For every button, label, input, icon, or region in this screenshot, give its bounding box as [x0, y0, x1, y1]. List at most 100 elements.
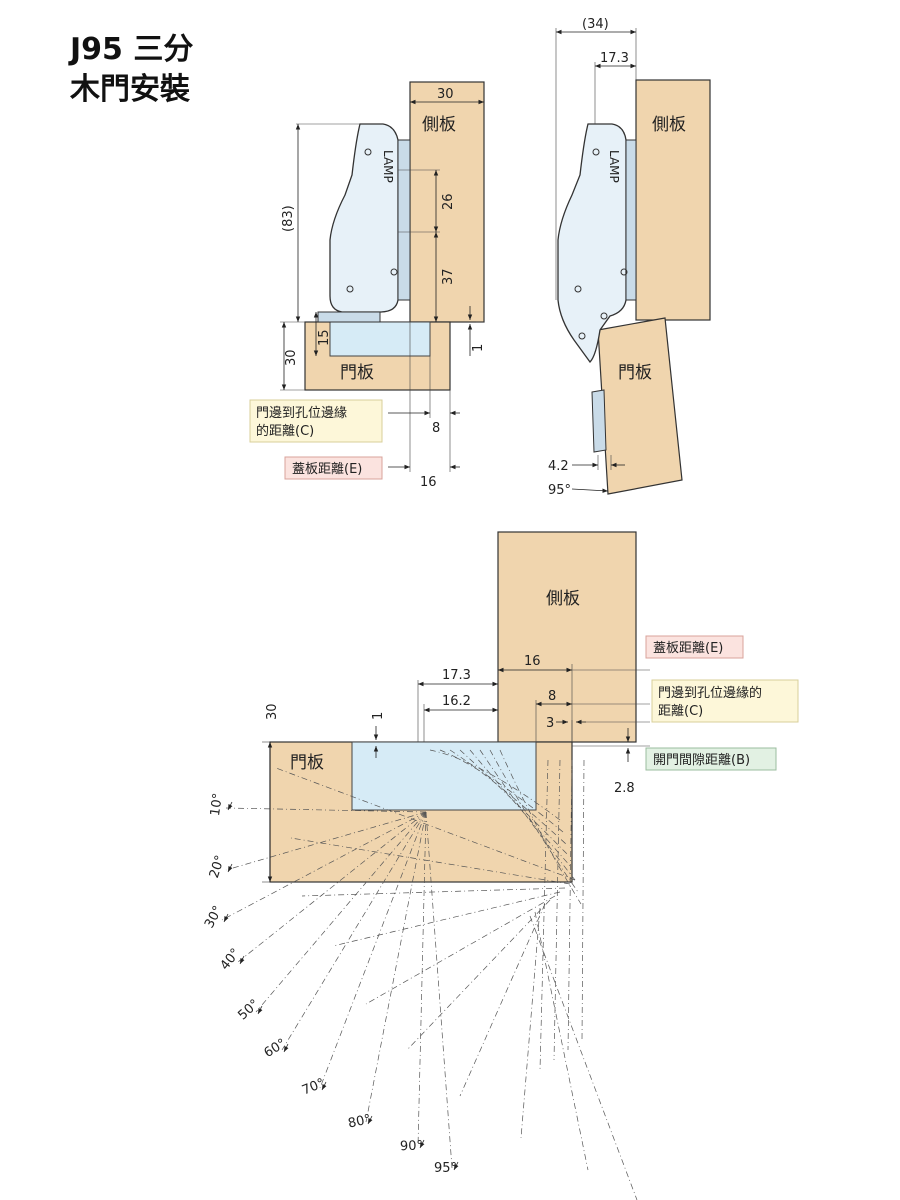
swing-edge-line: [332, 891, 561, 947]
callout-c-plan-box: [651, 679, 799, 723]
callout-e-plan-text: 蓋板距離(E): [653, 641, 723, 656]
dim-1: 1: [471, 344, 486, 352]
dim-2-8: 2.8: [614, 781, 635, 796]
dim-8-plan: 8: [548, 689, 556, 704]
swing-line: [281, 811, 427, 1051]
swing-edge-line: [275, 767, 576, 881]
door-panel-label: 門板: [618, 363, 652, 383]
screw-icon: [346, 285, 354, 293]
cup-open: [591, 389, 607, 453]
swing-plan-view: 側板 門板 17.3 16.2 16 8 3 2.8 1: [202, 531, 799, 1200]
screw-icon: [600, 312, 608, 320]
dim-95-angle: 95°: [548, 483, 571, 498]
angle-tick: [227, 863, 233, 873]
hinge-base: [317, 311, 381, 323]
side-panel-plan: [497, 531, 637, 743]
cup-pocket: [351, 741, 537, 811]
brand-mark: LAMP: [607, 150, 621, 183]
swing-line: [225, 807, 427, 813]
swing-edge-line: [529, 915, 638, 1200]
title-line-2: 木門安裝: [70, 72, 190, 107]
dim-1-plan: 1: [371, 712, 386, 720]
angle-label: 90°: [400, 1138, 424, 1154]
callout-c-plan-line1: 門邊到孔位邊緣的: [658, 685, 762, 701]
dim-4-2: 4.2: [548, 459, 569, 474]
angle-label: 20°: [207, 854, 228, 881]
dim-37: 37: [441, 268, 456, 285]
angle-label: 70°: [300, 1076, 327, 1099]
dim-30-plan: 30: [265, 703, 280, 720]
angle-tick: [257, 1005, 263, 1015]
side-panel-label: 側板: [546, 589, 580, 609]
dim-16-plan: 16: [524, 654, 541, 669]
swing-extension: [567, 759, 573, 1051]
closed-hinge-view: LAMP 側板 門板 30 (83) 26 37 15 30 1: [249, 81, 486, 490]
screw-icon: [620, 268, 628, 276]
swing-line: [237, 811, 427, 963]
dim-16: 16: [420, 475, 437, 490]
dim-17-3-plan: 17.3: [442, 668, 471, 683]
callout-e-box: [284, 456, 383, 480]
swing-arc: [499, 749, 582, 905]
side-panel-right: [635, 79, 711, 321]
dim-30-side: 30: [437, 87, 454, 102]
angle-tick: [453, 1161, 459, 1171]
swing-edge-line: [459, 903, 546, 1097]
mounting-plate-open: [625, 139, 637, 301]
swing-edge-line: [301, 887, 566, 897]
title-line-1: J95 三分: [70, 32, 194, 67]
door-panel-label: 門板: [290, 753, 324, 773]
dim-17-3-top: 17.3: [600, 51, 629, 66]
brand-mark: LAMP: [381, 150, 395, 183]
angle-tick: [223, 913, 229, 923]
swing-extension: [553, 759, 561, 1061]
swing-line: [255, 811, 427, 1013]
dim-34: (34): [582, 17, 609, 32]
dim-30-door: 30: [284, 349, 299, 366]
dim-15: 15: [317, 329, 332, 346]
swing-edge-line: [290, 837, 571, 885]
swing-line: [319, 811, 427, 1089]
angle-tick: [239, 955, 245, 965]
swing-edge-line: [520, 907, 541, 1139]
angle-label: 50°: [235, 997, 262, 1024]
swing-edge-line: [365, 895, 556, 1005]
callout-c-plan-line2: 距離(C): [658, 704, 703, 719]
swing-arc: [489, 749, 579, 893]
swing-arc: [449, 749, 567, 845]
screw-icon: [574, 285, 582, 293]
side-panel-label: 側板: [652, 115, 686, 135]
door-panel-label: 門板: [340, 363, 374, 383]
page-title: J95 三分 木門安裝: [70, 30, 193, 110]
screw-icon: [578, 332, 586, 340]
swing-line: [425, 811, 453, 1169]
callout-b-box: [645, 747, 777, 771]
dim-8: 8: [432, 421, 440, 436]
callout-e-text: 蓋板距離(E): [292, 462, 362, 477]
callout-c-box: [249, 399, 383, 443]
angle-tick: [227, 801, 233, 811]
angle-label: 10°: [208, 792, 226, 817]
angle-tick: [367, 1115, 373, 1125]
angle-label: 40°: [218, 946, 244, 973]
dim-83: (83): [281, 205, 296, 232]
door-panel-open: [597, 317, 683, 495]
open-hinge-view: LAMP 側板 門板 (34) 17.3 4.2 95°: [548, 17, 711, 498]
angle-label: 60°: [262, 1036, 289, 1061]
angle-tick: [321, 1081, 327, 1091]
angle-label: 30°: [202, 903, 226, 930]
mounting-plate: [397, 139, 411, 301]
swing-line: [417, 811, 427, 1147]
swing-edge-line: [534, 911, 589, 1171]
angle-label: 95°: [434, 1161, 457, 1176]
dim-16-2: 16.2: [442, 694, 471, 709]
callout-e-plan-box: [645, 635, 744, 659]
dim-26: 26: [441, 193, 456, 210]
angle-label: 80°: [347, 1112, 373, 1131]
screw-icon: [364, 148, 372, 156]
swing-extension: [581, 759, 585, 1041]
swing-arc: [439, 749, 564, 833]
callout-b-text: 開門間隙距離(B): [653, 753, 750, 768]
side-panel-label: 側板: [422, 115, 456, 135]
